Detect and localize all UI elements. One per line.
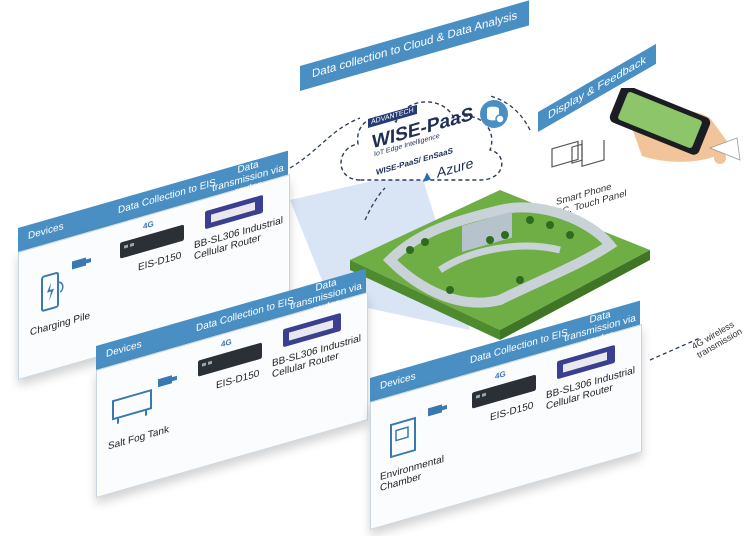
environmental-chamber-icon [390,416,416,459]
pc-touch-panel-icon [551,140,605,168]
camera-icon [428,404,447,417]
database-gear-icon [480,100,508,128]
camera-icon [72,257,91,270]
router-icon [283,313,341,347]
charging-pile-icon [41,271,64,312]
eis-device-icon [120,224,184,259]
panel-environmental-chamber: Devices Data Collection to EIS Data tran… [370,300,642,530]
panel-salt-fog-tank: Devices Data Collection to EIS Data tran… [96,268,368,498]
camera-icon [158,375,177,388]
router-icon [557,345,615,379]
router-icon [205,195,263,229]
salt-fog-tank-icon [112,388,152,424]
eis-device-icon [472,374,536,409]
panel-charging-pile: Devices Data Collection to EIS Data tran… [18,150,290,380]
eis-device-icon [198,342,262,377]
smartphone-hand-icon [609,88,741,164]
test-track-illustration [350,190,650,340]
